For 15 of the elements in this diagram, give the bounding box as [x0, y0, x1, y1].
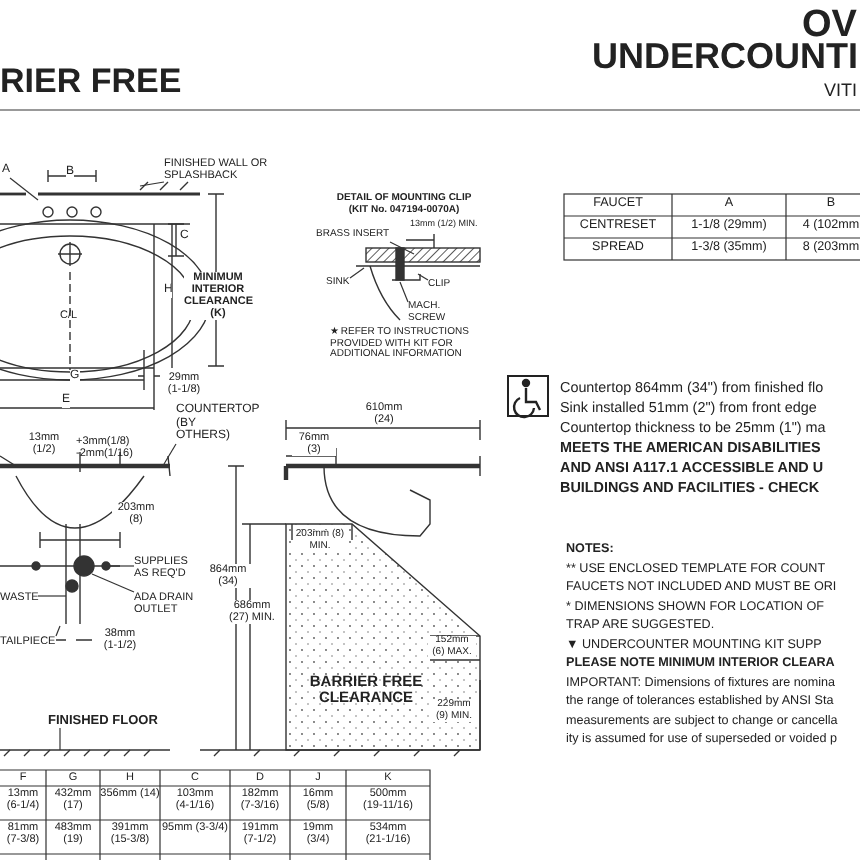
leader-line [9, 177, 39, 201]
leader-line [37, 595, 67, 597]
mounting-clip-drawing [355, 233, 481, 321]
leader-line [399, 281, 409, 303]
leader-line [389, 241, 415, 255]
leader-line [55, 625, 61, 637]
leader-line [59, 727, 61, 751]
leader-line [163, 443, 177, 465]
page-title: RIER FREE [0, 64, 182, 102]
leader-line [139, 181, 165, 187]
leader-line [109, 565, 135, 567]
leader-line [349, 267, 365, 279]
leader-line [417, 273, 429, 281]
subtitle: VITI [824, 82, 858, 102]
leader-line [91, 573, 135, 593]
